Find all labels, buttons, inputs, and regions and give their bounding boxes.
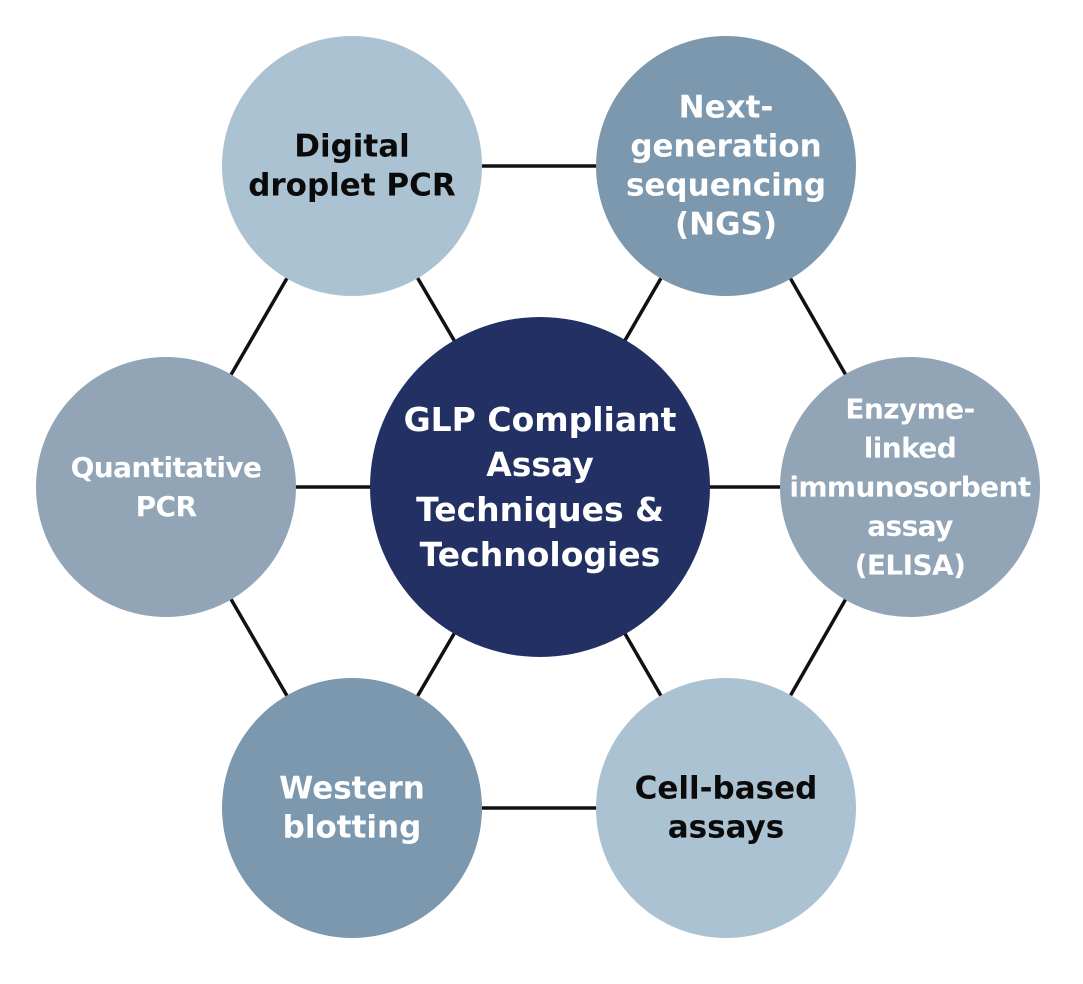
node-label-next-generation-sequencing-line-2: generation xyxy=(630,129,821,165)
node-circle-next-generation-sequencing xyxy=(596,36,856,296)
node-label-cell-based-assays-line-1: Cell-based xyxy=(635,771,818,807)
node-label-cell-based-assays-line-2: assays xyxy=(668,810,784,846)
node-circle-digital-droplet-pcr xyxy=(222,36,482,296)
node-circle-western-blotting xyxy=(222,678,482,938)
node-label-digital-droplet-pcr-line-2: droplet PCR xyxy=(248,168,456,204)
node-label-elisa-line-1: Enzyme- xyxy=(845,393,974,426)
node-elisa: Enzyme-linked immunosorbent assay (ELISA) xyxy=(780,357,1040,617)
node-label-quantitative-pcr-line-1: Quantitative xyxy=(71,451,262,484)
node-label-center-line-4: Technologies xyxy=(420,535,661,574)
node-label-next-generation-sequencing-line-4: (NGS) xyxy=(675,207,777,243)
node-circle-elisa xyxy=(780,357,1040,617)
node-label-next-generation-sequencing-line-3: sequencing xyxy=(626,168,826,204)
node-label-western-blotting-line-2: blotting xyxy=(283,810,422,846)
node-label-center-line-2: Assay xyxy=(486,445,594,484)
node-circle-cell-based-assays xyxy=(596,678,856,938)
node-label-center-line-3: Techniques & xyxy=(416,490,664,529)
node-label-next-generation-sequencing-line-1: Next- xyxy=(679,90,774,126)
node-circle-center xyxy=(370,317,710,657)
node-label-elisa-line-5: (ELISA) xyxy=(855,549,966,582)
node-label-western-blotting-line-1: Western xyxy=(279,771,425,807)
node-label-quantitative-pcr-line-2: PCR xyxy=(136,490,197,523)
node-label-elisa-line-2: linked xyxy=(864,432,956,465)
node-label-digital-droplet-pcr-line-1: Digital xyxy=(294,129,410,165)
node-label-elisa-line-4: assay xyxy=(867,510,953,543)
node-label-elisa-line-3: immunosorbent xyxy=(789,471,1031,504)
node-label-center-line-1: GLP Compliant xyxy=(404,400,677,439)
node-circle-quantitative-pcr xyxy=(36,357,296,617)
